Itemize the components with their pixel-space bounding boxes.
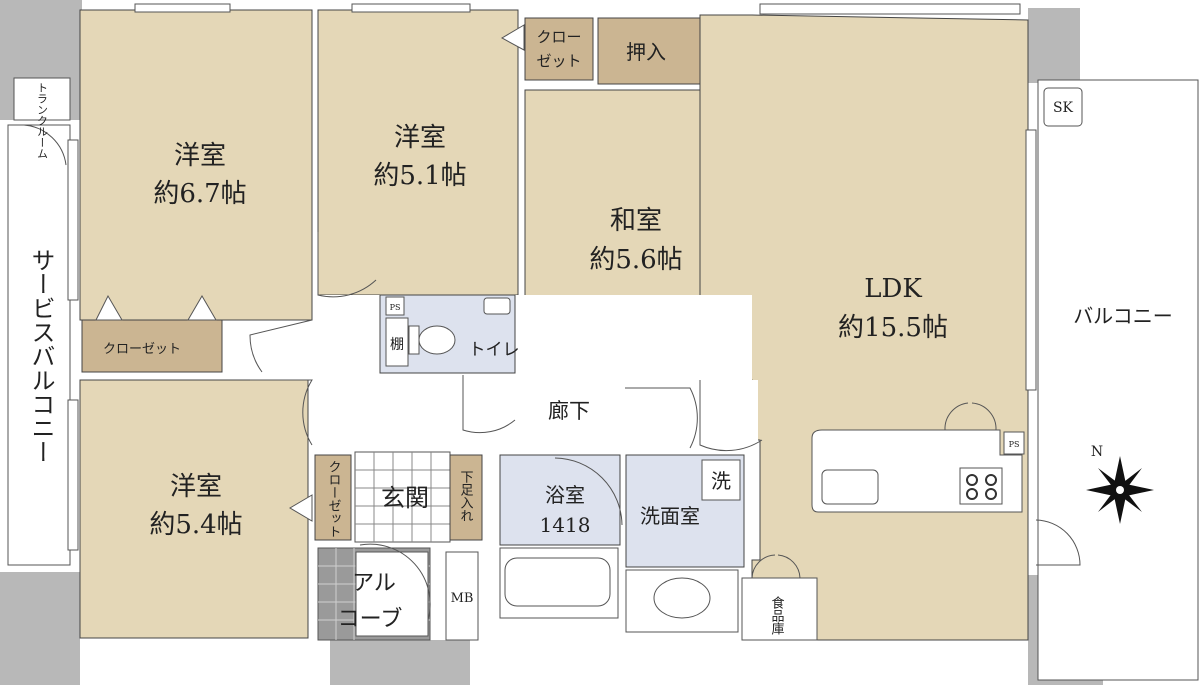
door-swing-pantry-left (751, 554, 776, 579)
toilet-label: トイレ (469, 340, 520, 360)
closet-entry (314, 454, 352, 541)
bottom-center-wall (330, 640, 470, 685)
pantry-label: 食品庫 (769, 595, 785, 635)
closet-entry-label: クローゼット (326, 460, 342, 538)
closet-door-marker-top (500, 24, 525, 51)
door-swing-western3 (250, 379, 313, 446)
room-ldk-size: 約15.5帖 (838, 313, 948, 343)
top-right-column (1028, 8, 1080, 83)
door-swing-toilet (462, 375, 516, 434)
pantry (741, 577, 818, 641)
room-japanese-size: 約5.6帖 (589, 245, 682, 275)
closet-top-label-line1: クロー (536, 28, 581, 46)
compass-north-label: N (1091, 444, 1103, 460)
window-ldk-top (759, 3, 1021, 15)
washer-label: 洗 (711, 469, 731, 493)
door-swing-trunk (23, 124, 67, 166)
burner-3-icon (966, 488, 978, 500)
bathroom-label: 浴室 (545, 483, 585, 507)
window-western1-top (134, 3, 231, 13)
balcony-label: バルコニー (1073, 304, 1173, 328)
room-japanese-name: 和室 (610, 206, 662, 236)
door-swing-japanese (625, 387, 698, 449)
window-western1-left (67, 139, 79, 301)
closet-door-marker-right (187, 295, 217, 321)
alcove-label-line1: アル (352, 571, 396, 596)
burner-1-icon (966, 474, 978, 486)
window-western2-top (351, 3, 471, 13)
washroom-label: 洗面室 (640, 504, 700, 528)
corridor-label: 廊下 (548, 399, 590, 423)
room-western1-name: 洋室 (174, 141, 226, 171)
mb-label: MB (451, 591, 474, 606)
kitchen-ps-box (1003, 431, 1025, 455)
room-western-3 (79, 379, 309, 639)
room-western-1 (79, 9, 313, 321)
door-swing-western2 (317, 232, 377, 298)
door-swing-kitchen-right (971, 402, 997, 431)
door-swing-ldk (699, 380, 763, 452)
door-swing-balcony (1035, 519, 1081, 566)
window-western3-left (67, 399, 79, 551)
trunk-room (13, 77, 71, 121)
toilet-ps (385, 296, 405, 316)
corridor-lower (318, 380, 758, 450)
mb-box (445, 551, 479, 641)
toilet-shelf-label: 棚 (390, 337, 404, 353)
door-swing-bath (554, 457, 623, 526)
toilet-bowl-icon (418, 325, 456, 355)
door-swing-pantry-right (777, 554, 801, 579)
closet-side (81, 319, 223, 373)
balcony-area (1037, 79, 1199, 681)
toilet-ps-label: PS (390, 303, 401, 312)
closet-side-label: クローゼット (103, 342, 181, 357)
washer-space (701, 459, 741, 501)
bath-size-label: 1418 (540, 513, 591, 537)
toilet-shelf (385, 317, 409, 367)
entrance-label: 玄関 (381, 484, 429, 512)
burner-2-icon (985, 474, 997, 486)
service-balcony-label: サービスバルコニー (27, 248, 55, 464)
window-ldk-right (1025, 129, 1037, 391)
entrance-tile-grid (355, 452, 450, 542)
alcove-label-line2: コーブ (338, 607, 403, 632)
kitchen-sink-icon (821, 469, 879, 505)
shoe-box-label: 下足入れ (458, 470, 474, 522)
kitchen-stove-icon (959, 467, 1003, 505)
closet-top-label-line2: ゼット (536, 52, 581, 70)
vanity-sink-icon (653, 577, 711, 619)
bathroom (499, 454, 621, 546)
closet-door-marker-left (95, 294, 123, 321)
room-western3-size: 約5.4帖 (149, 510, 242, 540)
left-lower-wall (0, 572, 80, 685)
closet-door-marker-entry (289, 494, 313, 522)
trunk-room-label: トランクルーム (36, 82, 49, 159)
room-western3-name: 洋室 (170, 472, 222, 502)
sk-label: SK (1053, 100, 1074, 116)
burner-4-icon (985, 488, 997, 500)
sk-sink (1043, 87, 1083, 127)
door-swing-entrance (359, 543, 431, 621)
bathtub-basin-icon (504, 557, 611, 607)
door-swing-western1 (249, 319, 313, 373)
oshiire-label: 押入 (626, 40, 666, 64)
toilet-sink-icon (483, 297, 511, 315)
toilet-tank-icon (408, 325, 420, 355)
door-swing-kitchen-left (944, 402, 969, 431)
north-compass-star-icon (1086, 456, 1154, 524)
room-western2-size: 約5.1帖 (373, 161, 466, 191)
shoe-box (449, 454, 483, 541)
service-balcony-area (7, 124, 71, 566)
room-western2-name: 洋室 (394, 123, 446, 153)
room-western1-size: 約6.7帖 (153, 179, 246, 209)
closet-top (524, 17, 594, 81)
room-ldk-name: LDK (864, 274, 922, 304)
kitchen-ps-label: PS (1009, 440, 1020, 449)
